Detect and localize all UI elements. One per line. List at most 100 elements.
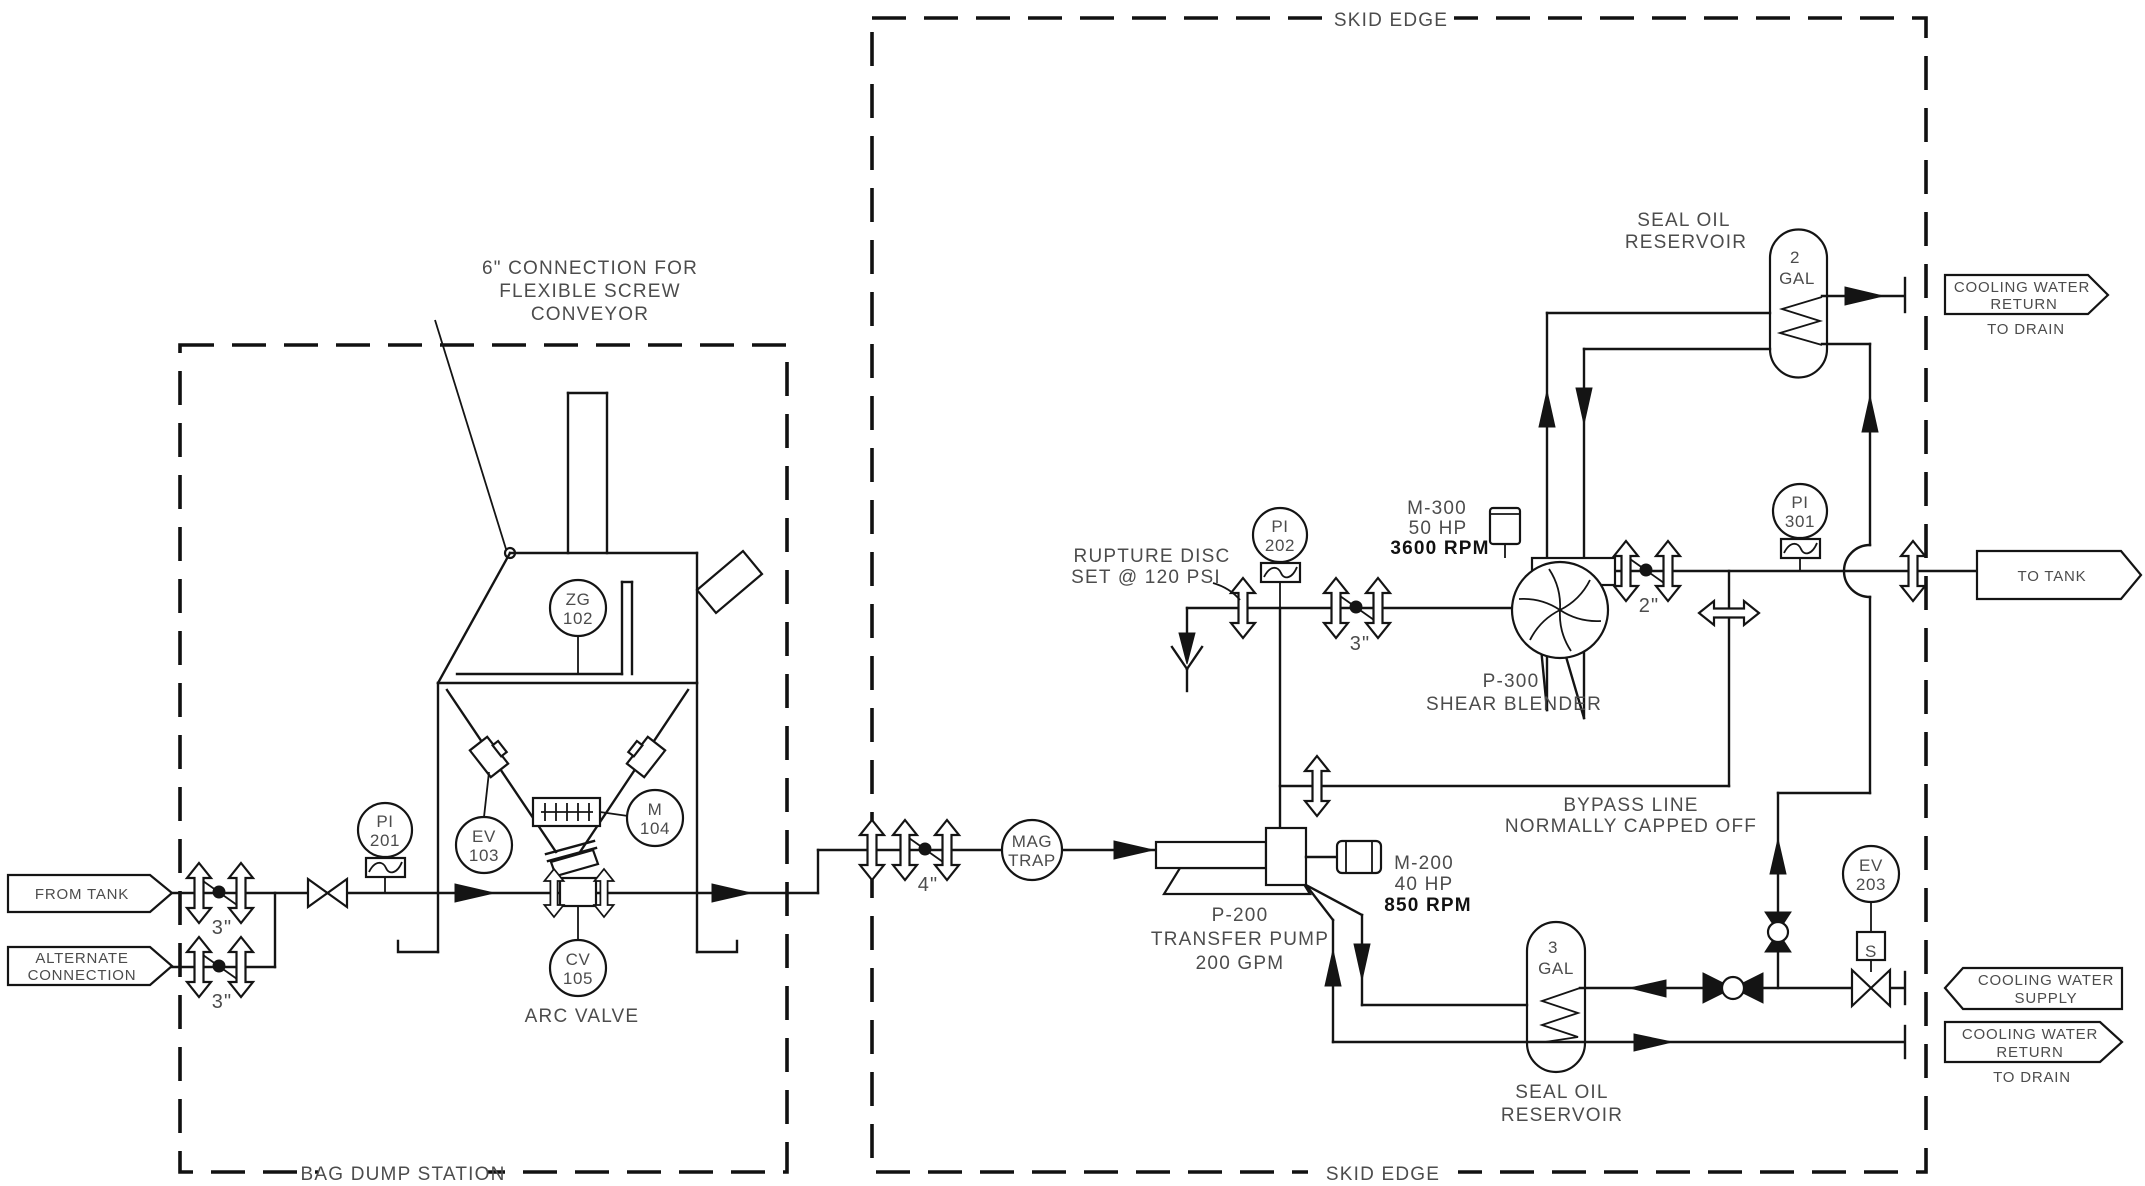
p300-shear-blender (1488, 506, 1617, 660)
process-lines (170, 276, 1979, 1060)
blender-inlet-size: 3" (1350, 633, 1371, 655)
cv-105-num: 105 (563, 969, 593, 988)
mag-trap-num: TRAP (1008, 851, 1056, 870)
seal-oil-reservoir-bottom: 3 GAL (1525, 920, 1587, 1074)
ev-203-num: 203 (1856, 875, 1886, 894)
p200-name: TRANSFER PUMP (1151, 929, 1329, 950)
reservoir-top-cap2: GAL (1779, 269, 1815, 288)
flow-arrows (454, 286, 1884, 1052)
to-tank-flag: TO TANK (1975, 549, 2143, 601)
p200-id: P-200 (1212, 905, 1269, 926)
pi-202-tag: PI (1271, 517, 1288, 536)
bypass-note-2: NORMALLY CAPPED OFF (1505, 816, 1757, 837)
reservoir-bot-cap1: 3 (1548, 938, 1558, 957)
m-104-num: 104 (640, 819, 670, 838)
suction-coupling-pair (893, 820, 959, 880)
reservoir-bot-name-2: RESERVOIR (1501, 1105, 1623, 1126)
blender-inlet-coupling-pair (1324, 578, 1390, 638)
from-tank-size: 3" (212, 917, 233, 939)
reservoir-top-name-2: RESERVOIR (1625, 232, 1747, 253)
p200-spec: 200 GPM (1196, 953, 1285, 974)
m200-rpm: 850 RPM (1384, 895, 1472, 916)
ev-103-instrument: EV 103 (454, 771, 514, 875)
pi-201-num: 201 (370, 831, 400, 850)
pi-201-instrument: PI 201 (356, 801, 414, 893)
bag-dump-label-patch (318, 1156, 488, 1186)
bag-dump-hopper (396, 319, 764, 954)
p300-id: P-300 (1483, 671, 1540, 692)
ret-bot-label-2: RETURN (1996, 1044, 2063, 1061)
to-tank-label: TO TANK (2018, 568, 2087, 585)
discharge-coupling-pair (1614, 541, 1680, 601)
m200-id: M-200 (1394, 853, 1454, 874)
alternate-coupling-pair (187, 937, 253, 997)
rupture-leader (1212, 582, 1241, 601)
m300-hp: 50 HP (1409, 518, 1468, 539)
skid-edge-top-label: SKID EDGE (1334, 10, 1448, 31)
conveyor-note-1: 6" CONNECTION FOR (482, 258, 698, 279)
m200-hp: 40 HP (1395, 874, 1454, 895)
mag-trap-tag: MAG (1012, 832, 1053, 851)
conveyor-note-2: FLEXIBLE SCREW (499, 281, 681, 302)
p300-name: SHEAR BLENDER (1426, 694, 1602, 715)
zg-102-tag: ZG (566, 590, 591, 609)
m300-rpm: 3600 RPM (1390, 538, 1489, 559)
discharge-size: 2" (1639, 595, 1660, 617)
ret-top-label-2: RETURN (1990, 296, 2057, 313)
pi-301-tag: PI (1791, 493, 1808, 512)
m-104-instrument: M 104 (625, 788, 685, 848)
pi-202-instrument: PI 202 (1251, 506, 1309, 608)
alternate-connection-flag: ALTERNATE CONNECTION (6, 945, 174, 987)
reservoir-top-name-1: SEAL OIL (1637, 210, 1730, 231)
bypass-note-1: BYPASS LINE (1563, 795, 1698, 816)
solenoid-actuator-label: S (1865, 942, 1877, 961)
skid-edge-bottom-label: SKID EDGE (1326, 1164, 1440, 1185)
cooling-water-return-bottom-flag: COOLING WATER RETURN (1943, 1020, 2124, 1064)
skid-edge-boundary (870, 16, 1928, 1174)
supply-label-1: COOLING WATER (1978, 972, 2114, 989)
skid-top-label-patch (1328, 2, 1454, 36)
arc-valve-label: ARC VALVE (525, 1006, 640, 1027)
arc-valve (543, 839, 615, 940)
cooling-supply-globe-valve (1702, 972, 1764, 1004)
m300-id: M-300 (1407, 498, 1467, 519)
m-104-tag: M (648, 800, 663, 819)
reservoir-bot-cap2: GAL (1538, 959, 1574, 978)
rupture-note-1: RUPTURE DISC (1074, 546, 1231, 567)
conveyor-note-3: CONVEYOR (531, 304, 649, 325)
ret-bot-label-3: TO DRAIN (1993, 1069, 2071, 1086)
mag-trap: MAG TRAP (1000, 818, 1064, 882)
zg-102-num: 102 (563, 609, 593, 628)
cv-105-instrument: CV 105 (548, 938, 608, 998)
ret-top-label-3: TO DRAIN (1987, 321, 2065, 338)
ret-top-label-1: COOLING WATER (1954, 279, 2090, 296)
ev-103-num: 103 (469, 846, 499, 865)
cooling-water-return-top-flag: COOLING WATER RETURN (1943, 273, 2110, 316)
alternate-label-1: ALTERNATE (35, 950, 128, 967)
alternate-size: 3" (212, 991, 233, 1013)
reservoir-bot-name-1: SEAL OIL (1515, 1082, 1608, 1103)
pi-301-instrument: PI 301 (1771, 482, 1829, 571)
seal-oil-reservoir-top: 2 GAL (1768, 228, 1829, 379)
bag-dump-station-label: BAG DUMP STATION (301, 1164, 506, 1185)
rupture-note-2: SET @ 120 PSI (1071, 567, 1221, 588)
pi-301-num: 301 (1785, 512, 1815, 531)
from-tank-flag: FROM TANK (6, 873, 174, 914)
ev-103-tag: EV (472, 827, 496, 846)
inlet-shutoff-valve (306, 876, 349, 910)
p200-transfer-pump (1154, 826, 1383, 896)
cooling-water-supply-flag: COOLING WATER SUPPLY (1943, 966, 2124, 1011)
suction-size: 4" (918, 874, 939, 896)
alternate-label-2: CONNECTION (28, 967, 137, 984)
supply-label-2: SUPPLY (2015, 990, 2078, 1007)
hopper-grate (531, 796, 629, 828)
from-tank-coupling-pair (187, 863, 253, 923)
cv-105-tag: CV (566, 950, 591, 969)
reservoir-top-cap1: 2 (1790, 248, 1800, 267)
skid-bottom-label-patch (1308, 1156, 1458, 1186)
ret-bot-label-1: COOLING WATER (1962, 1026, 2098, 1043)
ev-203-tag: EV (1859, 856, 1883, 875)
ev-203-solenoid-valve: EV 203 S (1841, 844, 1901, 1009)
